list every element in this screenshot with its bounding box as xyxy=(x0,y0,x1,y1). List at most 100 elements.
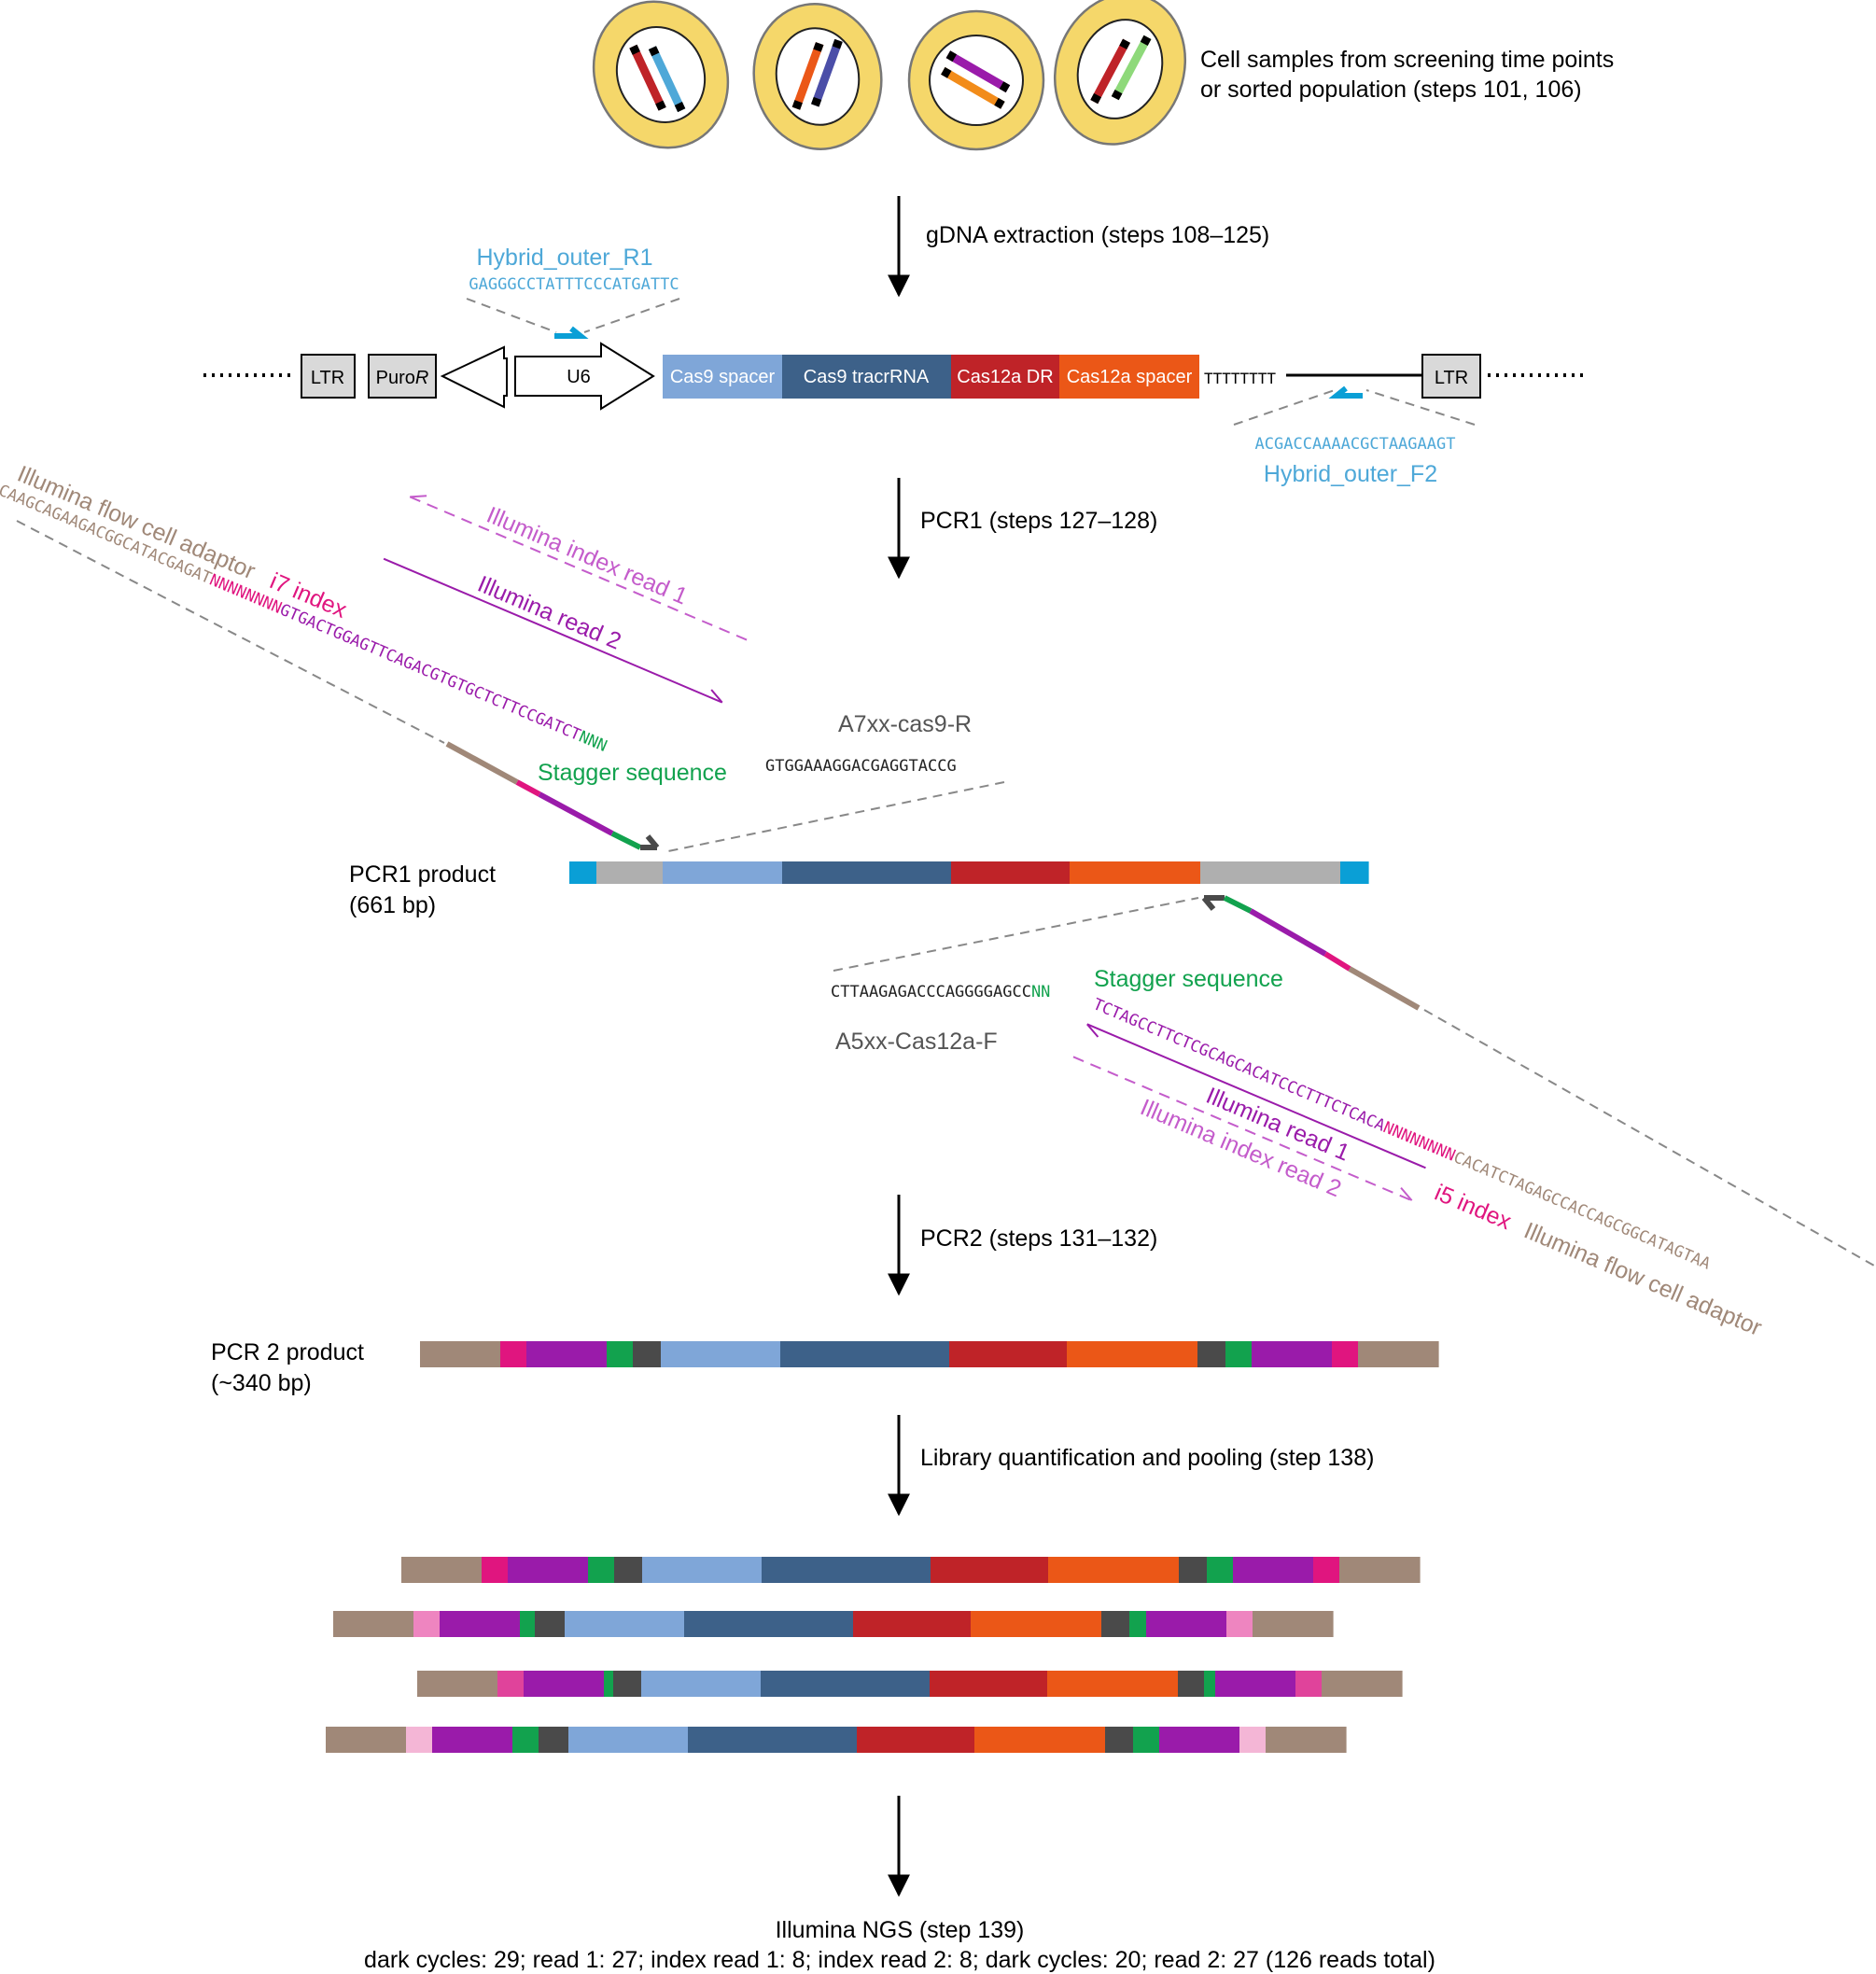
pool-4-segment-brown-0 xyxy=(326,1727,407,1753)
pool-1-segment-darkgray-4 xyxy=(614,1557,643,1583)
top-bar-arrowhead xyxy=(645,834,660,849)
bottom-index-read-arrow xyxy=(1072,1056,1413,1202)
pool-4-segment-purple-2 xyxy=(432,1727,513,1753)
primer-f2-half-arrow xyxy=(1328,385,1363,399)
pcr2-product-label-line1: PCR 2 product xyxy=(211,1339,364,1365)
pool-2-segment-green-10 xyxy=(1129,1611,1147,1637)
pool-2-segment-steelblue-6 xyxy=(684,1611,854,1637)
pcr1-segment-cyan-7 xyxy=(1340,861,1369,884)
cell-samples xyxy=(592,0,1187,151)
pcr1-product-label-line2: (661 bp) xyxy=(349,892,436,918)
pool-4-segment-brown-13 xyxy=(1266,1727,1347,1753)
top-bar-read xyxy=(538,791,614,836)
pool-2-segment-orange-8 xyxy=(971,1611,1102,1637)
cell-4 xyxy=(1053,0,1187,146)
pool-1-segment-darkgray-9 xyxy=(1179,1557,1208,1583)
pcr2-product-label-line2: (~340 bp) xyxy=(211,1370,312,1396)
top-adaptor-label: Illumina flow cell adaptor xyxy=(14,461,259,585)
pool-3-segment-purple-2 xyxy=(524,1671,605,1697)
pool-4-segment-purple-11 xyxy=(1159,1727,1240,1753)
pool-3-segment-darkgray-4 xyxy=(613,1671,642,1697)
pool-2-segment-red-7 xyxy=(853,1611,972,1637)
step-pcr2-label: PCR2 (steps 131–132) xyxy=(920,1225,1157,1252)
primer-f2-seq: ACGACCAAAACGCTAAGAAGT xyxy=(1255,435,1456,454)
pool-1-segment-purple-2 xyxy=(508,1557,589,1583)
puro-prefix: Puro xyxy=(376,368,415,388)
pcr2-product-bar xyxy=(420,1341,1439,1367)
pcr2-segment-brown-13 xyxy=(1358,1341,1439,1367)
top-bar-stagger xyxy=(610,831,642,850)
pcr2-segment-steelblue-6 xyxy=(780,1341,950,1367)
pcr2-segment-darkgray-4 xyxy=(633,1341,662,1367)
bottom-target-seq-text: CTTAAGAGACCCAGGGGAGCC xyxy=(831,983,1031,1001)
pcr1-segment-orange-5 xyxy=(1070,861,1201,884)
puro-label: PuroR xyxy=(376,368,429,388)
cas9-spacer-block xyxy=(663,355,782,399)
top-guide-right xyxy=(667,781,1005,852)
pool-3-segment-orange-8 xyxy=(1047,1671,1179,1697)
pcr2-segment-orange-8 xyxy=(1067,1341,1198,1367)
bottom-index-seq: NNNNNNNN xyxy=(1380,1118,1458,1165)
pool-4-segment-darkgray-9 xyxy=(1105,1727,1134,1753)
top-primer-bar xyxy=(445,741,660,850)
puro-suffix: R xyxy=(415,368,428,388)
bottom-index-read-arrowhead xyxy=(1400,1187,1413,1201)
pcr2-segment-brown-0 xyxy=(420,1341,501,1367)
bottom-rotated-group: TCTAGCCTTCTCGCAGCACATCCCTTTCTCACANNNNNNN… xyxy=(1072,995,1766,1341)
pcr2-segment-pink-12 xyxy=(1332,1341,1359,1367)
bottom-bar-adaptor xyxy=(1348,966,1421,1011)
primer-r1-half-arrow xyxy=(554,326,589,339)
pool-4-segment-darkgray-4 xyxy=(539,1727,569,1753)
top-index-read-arrow xyxy=(409,496,749,642)
pooled-library-bars xyxy=(326,1557,1421,1753)
pcr1-segment-steelblue-3 xyxy=(782,861,952,884)
primer-r1: Hybrid_outer_R1 GAGGGCCTATTTCCCATGATTC xyxy=(466,245,680,333)
cas12a-spacer-label: Cas12a spacer xyxy=(1067,367,1193,387)
top-bar-adaptor xyxy=(445,741,519,785)
primer-r1-seq: GAGGGCCTATTTCCCATGATTC xyxy=(469,275,679,294)
puro-arrow xyxy=(440,345,508,409)
pool-1-segment-green-3 xyxy=(588,1557,615,1583)
pool-1-segment-steelblue-6 xyxy=(762,1557,931,1583)
pool-3-segment-green-10 xyxy=(1204,1671,1216,1697)
pool-4-segment-#F4B6D6-1 xyxy=(406,1727,433,1753)
pool-4-segment-green-3 xyxy=(512,1727,539,1753)
primer-f2-guide-right xyxy=(1365,389,1476,426)
bottom-guide-right xyxy=(1423,1009,1875,1267)
pcr1-top-primer: Illumina flow cell adaptor i7 index CAAG… xyxy=(0,461,1005,852)
cell-3 xyxy=(907,9,1045,151)
pool-4-segment-#F4B6D6-12 xyxy=(1239,1727,1267,1753)
cas9-tracr-block xyxy=(782,355,951,399)
pool-3-segment-lightblue-5 xyxy=(641,1671,762,1697)
pool-3-segment-steelblue-6 xyxy=(761,1671,931,1697)
pool-4-segment-orange-8 xyxy=(974,1727,1106,1753)
pool-3-segment-red-7 xyxy=(930,1671,1048,1697)
top-target-seq: GTGGAAAGGACGAGGTACCG xyxy=(765,757,957,776)
top-guide-left xyxy=(16,520,445,744)
bottom-read-arrow xyxy=(1086,1023,1426,1169)
cas9-spacer-label: Cas9 spacer xyxy=(670,367,776,387)
primer-f2-guide-left xyxy=(1233,389,1336,426)
step-pooling-label: Library quantification and pooling (step… xyxy=(920,1445,1374,1471)
vector-construct: LTR PuroR U6 Cas9 spacer Cas9 tracrRNA C… xyxy=(203,326,1583,411)
pool-2-segment-brown-0 xyxy=(333,1611,414,1637)
pcr2-segment-purple-2 xyxy=(526,1341,608,1367)
cell-1 xyxy=(592,0,730,149)
pool-2-segment-darkgray-9 xyxy=(1101,1611,1130,1637)
bottom-read-arrowhead xyxy=(1086,1023,1099,1038)
bottom-bar-read xyxy=(1249,908,1327,957)
pool-2-segment-lightblue-5 xyxy=(565,1611,685,1637)
cell-2 xyxy=(752,3,883,150)
bottom-bar-index xyxy=(1323,951,1351,972)
pool-4-segment-steelblue-6 xyxy=(688,1727,858,1753)
pcr2-segment-red-7 xyxy=(949,1341,1068,1367)
pcr2-segment-pink-1 xyxy=(500,1341,527,1367)
ltr-left-label: LTR xyxy=(311,368,344,388)
pool-3-segment-brown-0 xyxy=(417,1671,498,1697)
top-primer-name: A7xx-cas9-R xyxy=(838,711,972,737)
pool-1-segment-red-7 xyxy=(931,1557,1049,1583)
top-stagger-label: Stagger sequence xyxy=(538,760,727,786)
ngs-line2: dark cycles: 29; read 1: 27; index read … xyxy=(364,1947,1435,1973)
